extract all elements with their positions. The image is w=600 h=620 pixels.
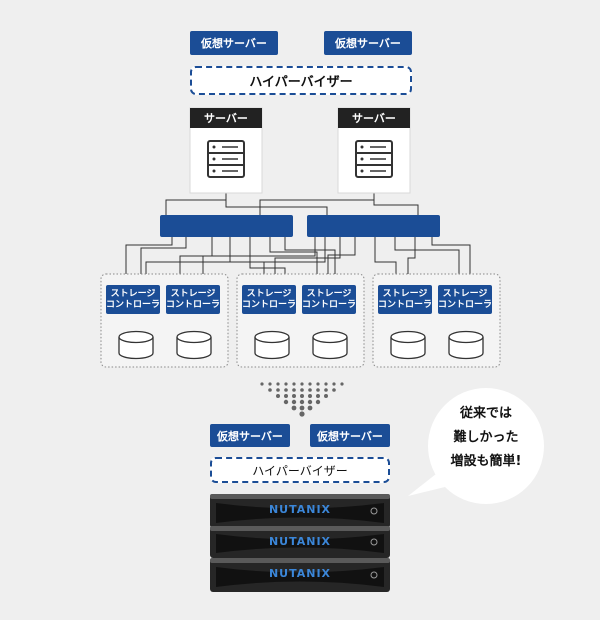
hypervisor-box: ハイパーバイザー [190, 66, 412, 95]
disk-icon [312, 330, 348, 360]
storage-controller-line2: コントローラ [378, 299, 433, 310]
storage-controller-line1: ストレージ [306, 288, 352, 299]
storage-controller: ストレージ コントローラ [438, 285, 492, 314]
disk-icon [176, 330, 212, 360]
network-switch-right [307, 215, 440, 237]
nutanix-logo: NUTANIX [268, 535, 332, 548]
server-rack-icon [355, 140, 393, 178]
nutanix-logo: NUTANIX [268, 567, 332, 580]
virtual-server-box: 仮想サーバー [310, 424, 390, 447]
disk-icon [390, 330, 426, 360]
callout-text: 従来では 難しかった 増設も簡単! [430, 402, 542, 474]
storage-controller: ストレージ コントローラ [378, 285, 432, 314]
disk-icon [118, 330, 154, 360]
callout-line3: 増設も簡単! [450, 454, 522, 469]
nutanix-appliance-2 [210, 526, 390, 558]
storage-controller-line2: コントローラ [302, 299, 357, 310]
storage-controller-line2: コントローラ [438, 299, 493, 310]
storage-controller: ストレージ コントローラ [166, 285, 220, 314]
server-label: サーバー [338, 108, 410, 128]
storage-controller-line2: コントローラ [242, 299, 297, 310]
virtual-server-box: 仮想サーバー [324, 31, 412, 55]
disk-icon [448, 330, 484, 360]
virtual-server-box: 仮想サーバー [210, 424, 290, 447]
storage-controller-line2: コントローラ [166, 299, 221, 310]
callout-line2: 難しかった [453, 430, 519, 445]
storage-controller-line1: ストレージ [442, 288, 488, 299]
nutanix-appliance-1 [210, 494, 390, 528]
speech-bubble [408, 388, 544, 504]
nutanix-logo: NUTANIX [268, 503, 332, 516]
virtual-server-box: 仮想サーバー [190, 31, 278, 55]
storage-controller: ストレージ コントローラ [302, 285, 356, 314]
storage-controller-line2: コントローラ [106, 299, 161, 310]
server-label: サーバー [190, 108, 262, 128]
storage-controller: ストレージ コントローラ [106, 285, 160, 314]
hypervisor-box: ハイパーバイザー [210, 457, 390, 483]
storage-controller-line1: ストレージ [170, 288, 216, 299]
disk-icon [254, 330, 290, 360]
storage-controller-line1: ストレージ [382, 288, 428, 299]
storage-controller-line1: ストレージ [246, 288, 292, 299]
storage-controller: ストレージ コントローラ [242, 285, 296, 314]
storage-controller-line1: ストレージ [110, 288, 156, 299]
callout-line1: 従来では [459, 406, 512, 421]
server-rack-icon [207, 140, 245, 178]
network-switch-left [160, 215, 293, 237]
down-arrow-icon [260, 382, 344, 417]
nutanix-appliance-3 [210, 558, 390, 592]
